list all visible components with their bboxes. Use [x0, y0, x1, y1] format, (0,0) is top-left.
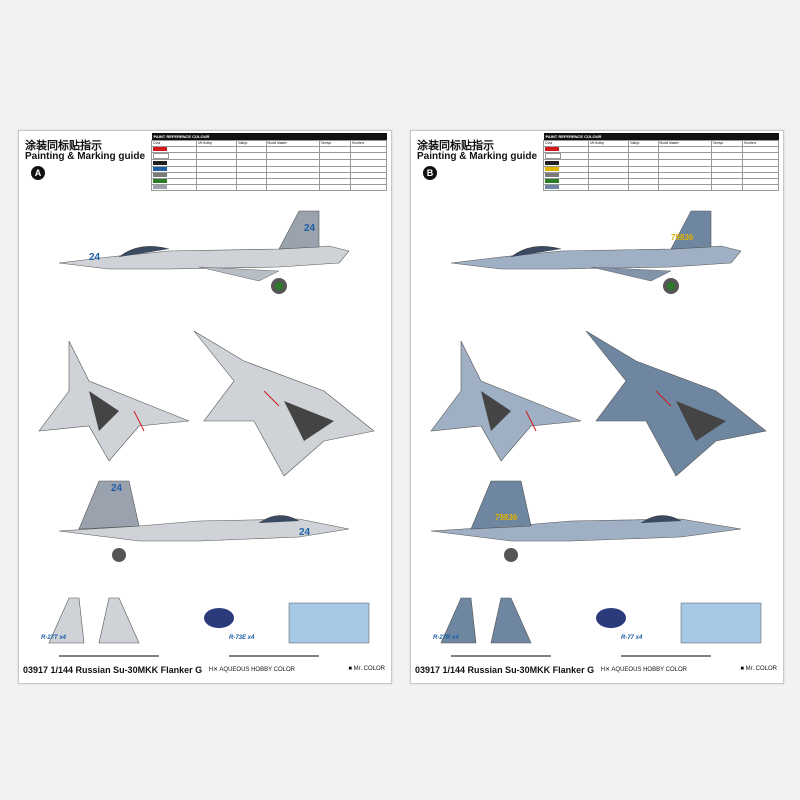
sheet-footer: 03917 1/144 Russian Su-30MKK Flanker G H… — [23, 665, 385, 679]
product-code: 03917 1/144 Russian Su-30MKK Flanker G — [23, 665, 203, 675]
guide-sheet-b: 涂装同标贴指示 Painting & Marking guide B PAINT… — [410, 130, 784, 684]
legend-aqueous: H✕ AQUEOUS HOBBY COLOR — [600, 667, 687, 673]
parts-row — [440, 597, 762, 657]
sheet-footer: 03917 1/144 Russian Su-30MKK Flanker G H… — [415, 665, 777, 679]
title-chinese: 涂装同标贴指示 — [25, 140, 102, 152]
tail-number-nose-2: 24 — [299, 527, 311, 538]
missile-label-2: R-77 x4 — [621, 635, 643, 641]
side-profile-top — [450, 210, 741, 294]
legend-mr-color: ■ Mr. COLOR — [348, 666, 385, 672]
bottom-view-right — [193, 330, 375, 477]
title-chinese: 涂装同标贴指示 — [417, 140, 494, 152]
variant-badge: A — [31, 166, 45, 180]
parts-row — [48, 597, 370, 657]
guide-sheet-a: 涂装同标贴指示 Painting & Marking guide A PAINT… — [18, 130, 392, 684]
side-profile-bottom — [430, 480, 742, 562]
tail-number-nose: 24 — [89, 252, 101, 263]
tail-number-fin: 79836 — [671, 233, 694, 242]
tail-number-fin: 24 — [304, 223, 316, 234]
variant-badge: B — [423, 166, 437, 180]
side-profile-top — [58, 210, 349, 294]
tail-number-fin-2: 79836 — [495, 513, 518, 522]
title-english: Painting & Marking guide — [417, 151, 538, 162]
top-view-left — [38, 340, 190, 462]
missile-label-2: R-73E x4 — [229, 635, 255, 641]
missile-label-1: R-27T x4 — [41, 635, 67, 641]
legend-mr-color: ■ Mr. COLOR — [740, 666, 777, 672]
bottom-view-right — [585, 330, 767, 477]
product-code: 03917 1/144 Russian Su-30MKK Flanker G — [415, 665, 595, 675]
missile-label-1: R-27R x4 — [433, 635, 459, 641]
legend-aqueous: H✕ AQUEOUS HOBBY COLOR — [208, 667, 295, 673]
side-profile-bottom — [58, 480, 349, 562]
tail-number-fin-2: 24 — [111, 483, 123, 494]
top-view-left — [430, 340, 582, 462]
title-english: Painting & Marking guide — [25, 151, 146, 162]
